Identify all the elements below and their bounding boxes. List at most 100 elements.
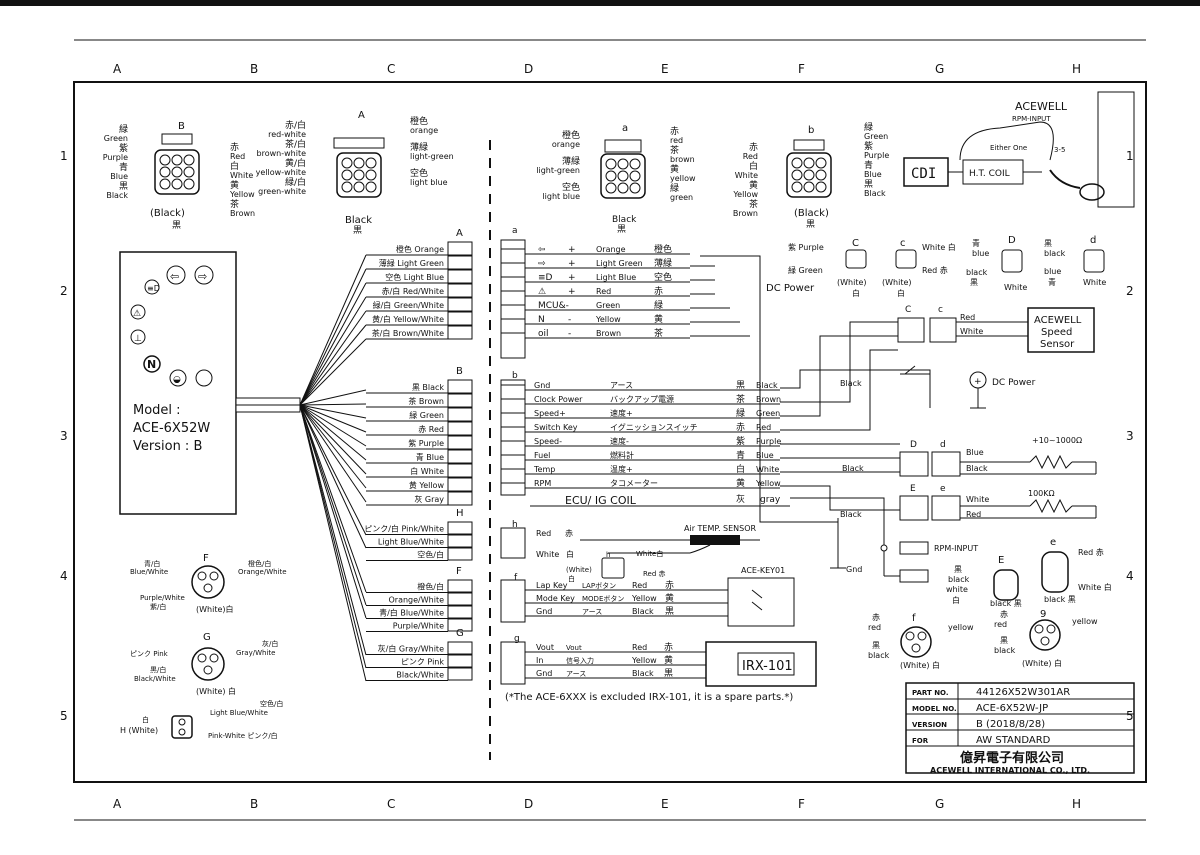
function-icon: oil xyxy=(538,329,549,339)
pin-label-en: White xyxy=(230,171,253,180)
pin-box xyxy=(447,241,473,256)
svg-text:黒: 黒 xyxy=(970,278,978,287)
svg-text:White: White xyxy=(960,327,983,336)
grid-column-label: H xyxy=(1072,62,1081,76)
svg-text:B: B xyxy=(178,121,185,132)
svg-text:9: 9 xyxy=(1040,609,1046,620)
pin-box xyxy=(447,421,473,436)
title-field-label: FOR xyxy=(912,737,929,745)
plug-A-wire: 緑/白 Green/White xyxy=(373,300,444,310)
pin-label-en: Brown xyxy=(230,209,255,218)
function-name: RPM xyxy=(534,479,551,488)
pin-label-jp: 緑 xyxy=(864,121,873,133)
plug-B-wire: 白 White xyxy=(410,466,444,476)
socket-block-b: b xyxy=(500,371,526,496)
fan-wire xyxy=(299,338,367,406)
polarity: + xyxy=(568,287,576,297)
key-function: Lap Key xyxy=(536,581,568,590)
function-name: Gnd xyxy=(534,381,550,390)
grid-column-label: G xyxy=(935,797,944,811)
wire-color-jp: 黄 xyxy=(664,654,673,666)
svg-text:Blue/White: Blue/White xyxy=(130,568,168,576)
pin-box xyxy=(447,477,473,492)
fan-wire xyxy=(299,404,367,475)
key-block-f: f ACE-KEY01 xyxy=(500,566,795,627)
pin-label-jp: 空色 xyxy=(410,167,428,179)
svg-text:黒: 黒 xyxy=(954,565,962,574)
function-name-jp: イグニッションスイッチ xyxy=(610,422,698,432)
bus-wiring xyxy=(690,255,931,545)
right-side-circuits: + DC Power Black D d Blue Black Black +1… xyxy=(830,365,1097,583)
wire-color-en: Red xyxy=(632,643,647,652)
pin-box xyxy=(447,255,473,270)
svg-text:黒: 黒 xyxy=(1000,636,1008,645)
svg-text:+10~1000Ω: +10~1000Ω xyxy=(1032,436,1082,445)
pin-label-en: Blue xyxy=(110,172,128,181)
pin-box xyxy=(447,311,473,326)
grid-column-label: E xyxy=(661,797,669,811)
svg-text:blue: blue xyxy=(1044,267,1061,276)
svg-text:Red 赤: Red 赤 xyxy=(1078,548,1104,557)
fan-wire xyxy=(299,404,367,549)
svg-text:緑 Green: 緑 Green xyxy=(788,265,823,275)
pin-box xyxy=(447,449,473,464)
wire-color-en: Blue xyxy=(756,451,774,460)
pin-label-en: light-green xyxy=(536,166,580,175)
wire-color-jp: 空色 xyxy=(654,271,672,283)
fan-wire xyxy=(299,404,367,503)
wire-color-en: Brown xyxy=(596,329,621,338)
function-name: Switch Key xyxy=(534,423,578,432)
connector-B: B (Black) 黒 xyxy=(150,121,200,231)
irx-function: Vout xyxy=(536,643,554,652)
svg-text:Red 赤: Red 赤 xyxy=(643,570,666,578)
svg-text:red: red xyxy=(994,620,1007,629)
svg-text:f: f xyxy=(514,573,518,583)
svg-text:black 黒: black 黒 xyxy=(990,599,1022,608)
plug-G-wire: Black/White xyxy=(396,671,444,680)
svg-text:赤: 赤 xyxy=(872,613,880,622)
svg-text:白: 白 xyxy=(852,288,860,298)
pin-box xyxy=(447,521,473,535)
pin-label-en: Yellow xyxy=(229,190,255,199)
fan-wire xyxy=(299,404,367,593)
svg-text:Black: Black xyxy=(345,215,372,226)
wire-color-jp: 薄緑 xyxy=(654,257,672,269)
svg-text:c: c xyxy=(900,238,906,249)
grid-column-label: D xyxy=(524,797,533,811)
svg-text:億昇電子有限公司: 億昇電子有限公司 xyxy=(960,750,1064,766)
pin-label-jp: 青 xyxy=(864,159,873,171)
plug-B-wire: 青 Blue xyxy=(416,452,444,462)
pin-box xyxy=(447,269,473,284)
wire-color-jp: 緑 xyxy=(736,407,745,419)
pin-label-en: red xyxy=(670,136,683,145)
wire-color-en: White xyxy=(756,465,779,474)
svg-text:白: 白 xyxy=(897,288,905,298)
plug-B-wire: 黒 Black xyxy=(412,383,445,392)
function-name: Fuel xyxy=(534,451,550,460)
plug-A-wire: 空色 Light Blue xyxy=(385,272,444,282)
plug-F-wire: Orange/White xyxy=(388,596,444,605)
svg-text:(White) 白: (White) 白 xyxy=(196,686,236,696)
svg-text:青/白: 青/白 xyxy=(144,559,160,568)
svg-text:Light Blue/White: Light Blue/White xyxy=(210,709,268,717)
wire-color-en: Green xyxy=(756,409,780,418)
svg-text:白: 白 xyxy=(568,574,575,583)
pin-label-en: orange xyxy=(410,126,438,135)
pin-label-jp: 黄/白 xyxy=(285,157,306,169)
irx-block-g: g IRX-101 (*The ACE-6XXX is excluded IRX… xyxy=(500,634,817,703)
headlight-icon: ≡D xyxy=(147,284,160,293)
wire-color-jp: 黄 xyxy=(654,313,663,325)
pin-label-en: Brown xyxy=(733,209,758,218)
grid-row-label: 4 xyxy=(60,569,68,583)
fan-wire xyxy=(299,404,367,619)
svg-text:Purple/White: Purple/White xyxy=(140,594,185,602)
wire-color-en: Red xyxy=(596,287,611,296)
grid-column-label: E xyxy=(661,62,669,76)
function-name-jp: 速度- xyxy=(610,436,629,446)
plug-letter: A xyxy=(456,228,463,239)
pin-label-en: green xyxy=(670,193,693,202)
svg-text:Gray/White: Gray/White xyxy=(236,649,275,657)
